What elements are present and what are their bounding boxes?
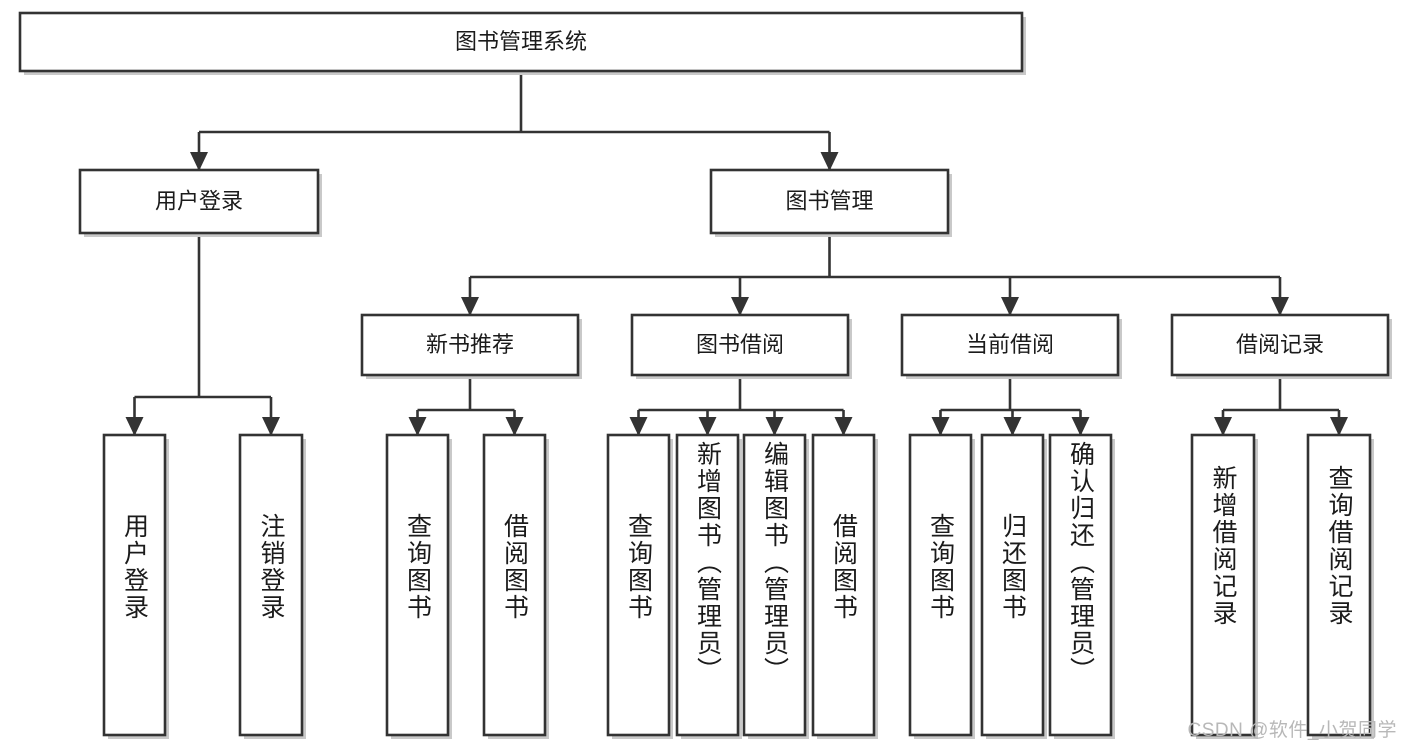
node-box-current-borrow[interactable] <box>900 313 1120 377</box>
node-label-book-borrow: 图书借阅 <box>696 332 784 357</box>
node-box-leaf-edit-book-admin[interactable] <box>742 433 807 737</box>
node-box-leaf-user-logout[interactable] <box>238 433 304 737</box>
node-box-root[interactable] <box>18 11 1024 73</box>
arrow-head-leaf-user-login <box>125 417 144 436</box>
arrow-head-leaf-query-borrow-record <box>1330 417 1348 436</box>
node-label-book-manage: 图书管理 <box>785 188 873 213</box>
arrow-head-leaf-query-book-recommend <box>408 417 427 436</box>
node-label-root: 图书管理系统 <box>455 29 587 54</box>
arrow-head-leaf-confirm-return-admin <box>1071 417 1090 436</box>
node-box-leaf-query-book-current[interactable] <box>908 433 973 737</box>
arrow-head-book-borrow <box>731 297 749 316</box>
arrow-head-leaf-edit-book-admin <box>765 417 784 436</box>
arrow-head-borrow-record <box>1271 297 1289 316</box>
node-box-leaf-user-login[interactable] <box>102 433 167 737</box>
arrow-head-leaf-query-book-current <box>931 417 950 436</box>
node-box-book-borrow[interactable] <box>630 313 850 377</box>
node-label-new-book-recommend: 新书推荐 <box>426 332 514 357</box>
node-box-leaf-add-book-admin[interactable] <box>675 433 740 737</box>
arrow-head-new-book-recommend <box>461 297 479 316</box>
node-box-leaf-add-borrow-record[interactable] <box>1190 433 1256 737</box>
node-box-borrow-record[interactable] <box>1170 313 1390 377</box>
arrow-head-leaf-add-book-admin <box>698 417 717 436</box>
node-box-leaf-query-borrow-record[interactable] <box>1306 433 1372 737</box>
arrow-head-leaf-return-book <box>1003 417 1022 436</box>
connectors-layer <box>125 71 1348 436</box>
arrow-head-current-borrow <box>1001 297 1019 316</box>
node-box-book-manage[interactable] <box>709 168 950 235</box>
csdn-watermark: CSDN @软件_小贺同学 <box>1187 720 1397 741</box>
node-box-new-book-recommend[interactable] <box>360 313 580 377</box>
node-box-user-login[interactable] <box>78 168 320 235</box>
arrow-head-leaf-borrow-book <box>834 417 853 436</box>
node-box-leaf-query-book-recommend[interactable] <box>385 433 450 737</box>
node-box-leaf-borrow-book[interactable] <box>811 433 876 737</box>
arrow-head-leaf-user-logout <box>262 417 280 436</box>
node-box-leaf-query-book-borrow[interactable] <box>606 433 671 737</box>
arrow-head-leaf-borrow-book-recommend <box>505 417 524 436</box>
arrow-head-leaf-add-borrow-record <box>1214 417 1232 436</box>
node-boxes-layer <box>18 11 1392 739</box>
node-box-leaf-return-book[interactable] <box>980 433 1045 737</box>
node-box-leaf-confirm-return-admin[interactable] <box>1048 433 1113 737</box>
node-label-current-borrow: 当前借阅 <box>966 332 1054 357</box>
node-box-leaf-borrow-book-recommend[interactable] <box>482 433 547 737</box>
node-label-borrow-record: 借阅记录 <box>1236 332 1324 357</box>
node-label-user-login: 用户登录 <box>155 188 243 213</box>
arrow-head-user-login <box>190 152 208 171</box>
arrow-head-leaf-query-book-borrow <box>629 417 648 436</box>
arrow-head-book-manage <box>820 152 839 171</box>
